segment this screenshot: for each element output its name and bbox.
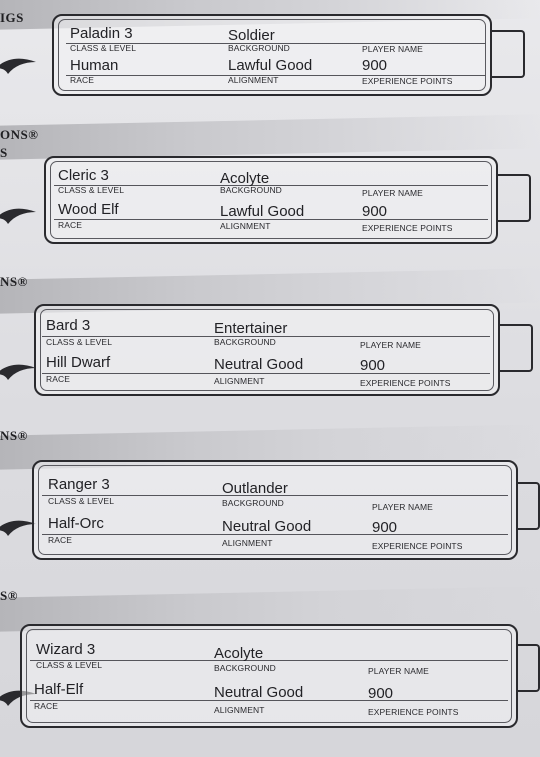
race-value: Human: [70, 57, 119, 74]
background-label: BACKGROUND: [222, 498, 284, 508]
class-level-value: Wizard 3: [36, 641, 96, 658]
box-tab: [517, 482, 540, 530]
header-box: [52, 14, 492, 96]
dragon-icon: [0, 364, 36, 380]
alignment-value: Neutral Good: [214, 684, 304, 701]
character-sheet-header-2: ONS® S Cleric 3 CLASS & LEVEL Acolyte BA…: [0, 112, 540, 262]
experience-points-label: EXPERIENCE POINTS: [360, 378, 451, 388]
header-box: [34, 304, 500, 396]
class-level-label: CLASS & LEVEL: [70, 43, 137, 53]
experience-points-value: 900: [362, 57, 388, 74]
character-sheet-header-4: NS® Ranger 3 CLASS & LEVEL Outlander BAC…: [0, 420, 540, 580]
alignment-label: ALIGNMENT: [214, 376, 265, 386]
box-tab: [491, 30, 525, 78]
background-label: BACKGROUND: [228, 43, 290, 53]
experience-points-label: EXPERIENCE POINTS: [362, 76, 453, 86]
background-value: Soldier: [228, 27, 275, 44]
background-label: BACKGROUND: [214, 663, 276, 673]
class-level-value: Paladin 3: [70, 25, 133, 42]
rule: [30, 700, 508, 701]
rule: [66, 43, 486, 44]
player-name-label: PLAYER NAME: [372, 502, 433, 512]
background-value: Acolyte: [214, 645, 264, 662]
experience-points-label: EXPERIENCE POINTS: [372, 541, 463, 551]
character-sheet-header-1: IGS Paladin 3 CLASS & LEVEL Soldier BACK…: [0, 0, 540, 110]
player-name-label: PLAYER NAME: [368, 666, 429, 676]
box-tab: [497, 174, 531, 222]
character-sheet-header-3: NS® Bard 3 CLASS & LEVEL Entertainer BAC…: [0, 262, 540, 412]
player-name-label: PLAYER NAME: [360, 340, 421, 350]
alignment-label: ALIGNMENT: [220, 221, 271, 231]
rule: [42, 534, 508, 535]
race-label: RACE: [34, 701, 59, 711]
alignment-value: Lawful Good: [228, 57, 313, 74]
corner-logo-text: IGS: [0, 10, 24, 25]
box-tab: [517, 644, 540, 692]
rule: [42, 373, 490, 374]
experience-points-label: EXPERIENCE POINTS: [368, 707, 459, 717]
background-value: Entertainer: [214, 320, 288, 337]
race-label: RACE: [70, 75, 95, 85]
race-value: Half-Elf: [34, 681, 84, 698]
alignment-label: ALIGNMENT: [214, 705, 265, 715]
player-name-label: PLAYER NAME: [362, 188, 423, 198]
experience-points-value: 900: [372, 519, 398, 536]
class-level-value: Cleric 3: [58, 167, 109, 184]
alignment-label: ALIGNMENT: [228, 75, 279, 85]
class-level-label: CLASS & LEVEL: [58, 185, 125, 195]
background-value: Outlander: [222, 480, 288, 497]
header-box: [20, 624, 518, 728]
class-level-label: CLASS & LEVEL: [46, 337, 113, 347]
rule: [30, 660, 508, 661]
header-band: [0, 114, 540, 160]
rule: [54, 185, 488, 186]
class-level-value: Bard 3: [46, 317, 91, 334]
player-name-label: PLAYER NAME: [362, 44, 423, 54]
corner-logo-text: ONS® S: [0, 127, 39, 160]
race-label: RACE: [58, 220, 83, 230]
race-label: RACE: [46, 374, 71, 384]
rule: [42, 495, 508, 496]
background-label: BACKGROUND: [220, 185, 282, 195]
rule: [42, 336, 490, 337]
race-value: Hill Dwarf: [46, 354, 111, 371]
background-value: Acolyte: [220, 170, 270, 187]
race-value: Wood Elf: [58, 201, 119, 218]
dragon-icon: [0, 208, 36, 224]
alignment-value: Neutral Good: [222, 518, 312, 535]
character-sheet-header-5: S® Wizard 3 CLASS & LEVEL Acolyte BACKGR…: [0, 584, 540, 757]
alignment-value: Neutral Good: [214, 356, 304, 373]
rule: [66, 75, 486, 76]
background-label: BACKGROUND: [214, 337, 276, 347]
dragon-icon: [0, 520, 36, 536]
alignment-value: Lawful Good: [220, 203, 305, 220]
experience-points-value: 900: [362, 203, 388, 220]
experience-points-value: 900: [368, 685, 394, 702]
header-box: [44, 156, 498, 244]
class-level-label: CLASS & LEVEL: [48, 496, 115, 506]
corner-logo-text: NS®: [0, 274, 28, 289]
race-value: Half-Orc: [48, 515, 104, 532]
experience-points-label: EXPERIENCE POINTS: [362, 223, 453, 233]
alignment-label: ALIGNMENT: [222, 538, 273, 548]
corner-logo-text: NS®: [0, 428, 28, 443]
race-label: RACE: [48, 535, 73, 545]
corner-logo-text: S®: [0, 588, 18, 603]
box-tab: [499, 324, 533, 372]
rule: [54, 219, 488, 220]
header-box: [32, 460, 518, 560]
class-level-value: Ranger 3: [48, 476, 110, 493]
experience-points-value: 900: [360, 357, 386, 374]
class-level-label: CLASS & LEVEL: [36, 660, 103, 670]
dragon-icon: [0, 58, 36, 74]
